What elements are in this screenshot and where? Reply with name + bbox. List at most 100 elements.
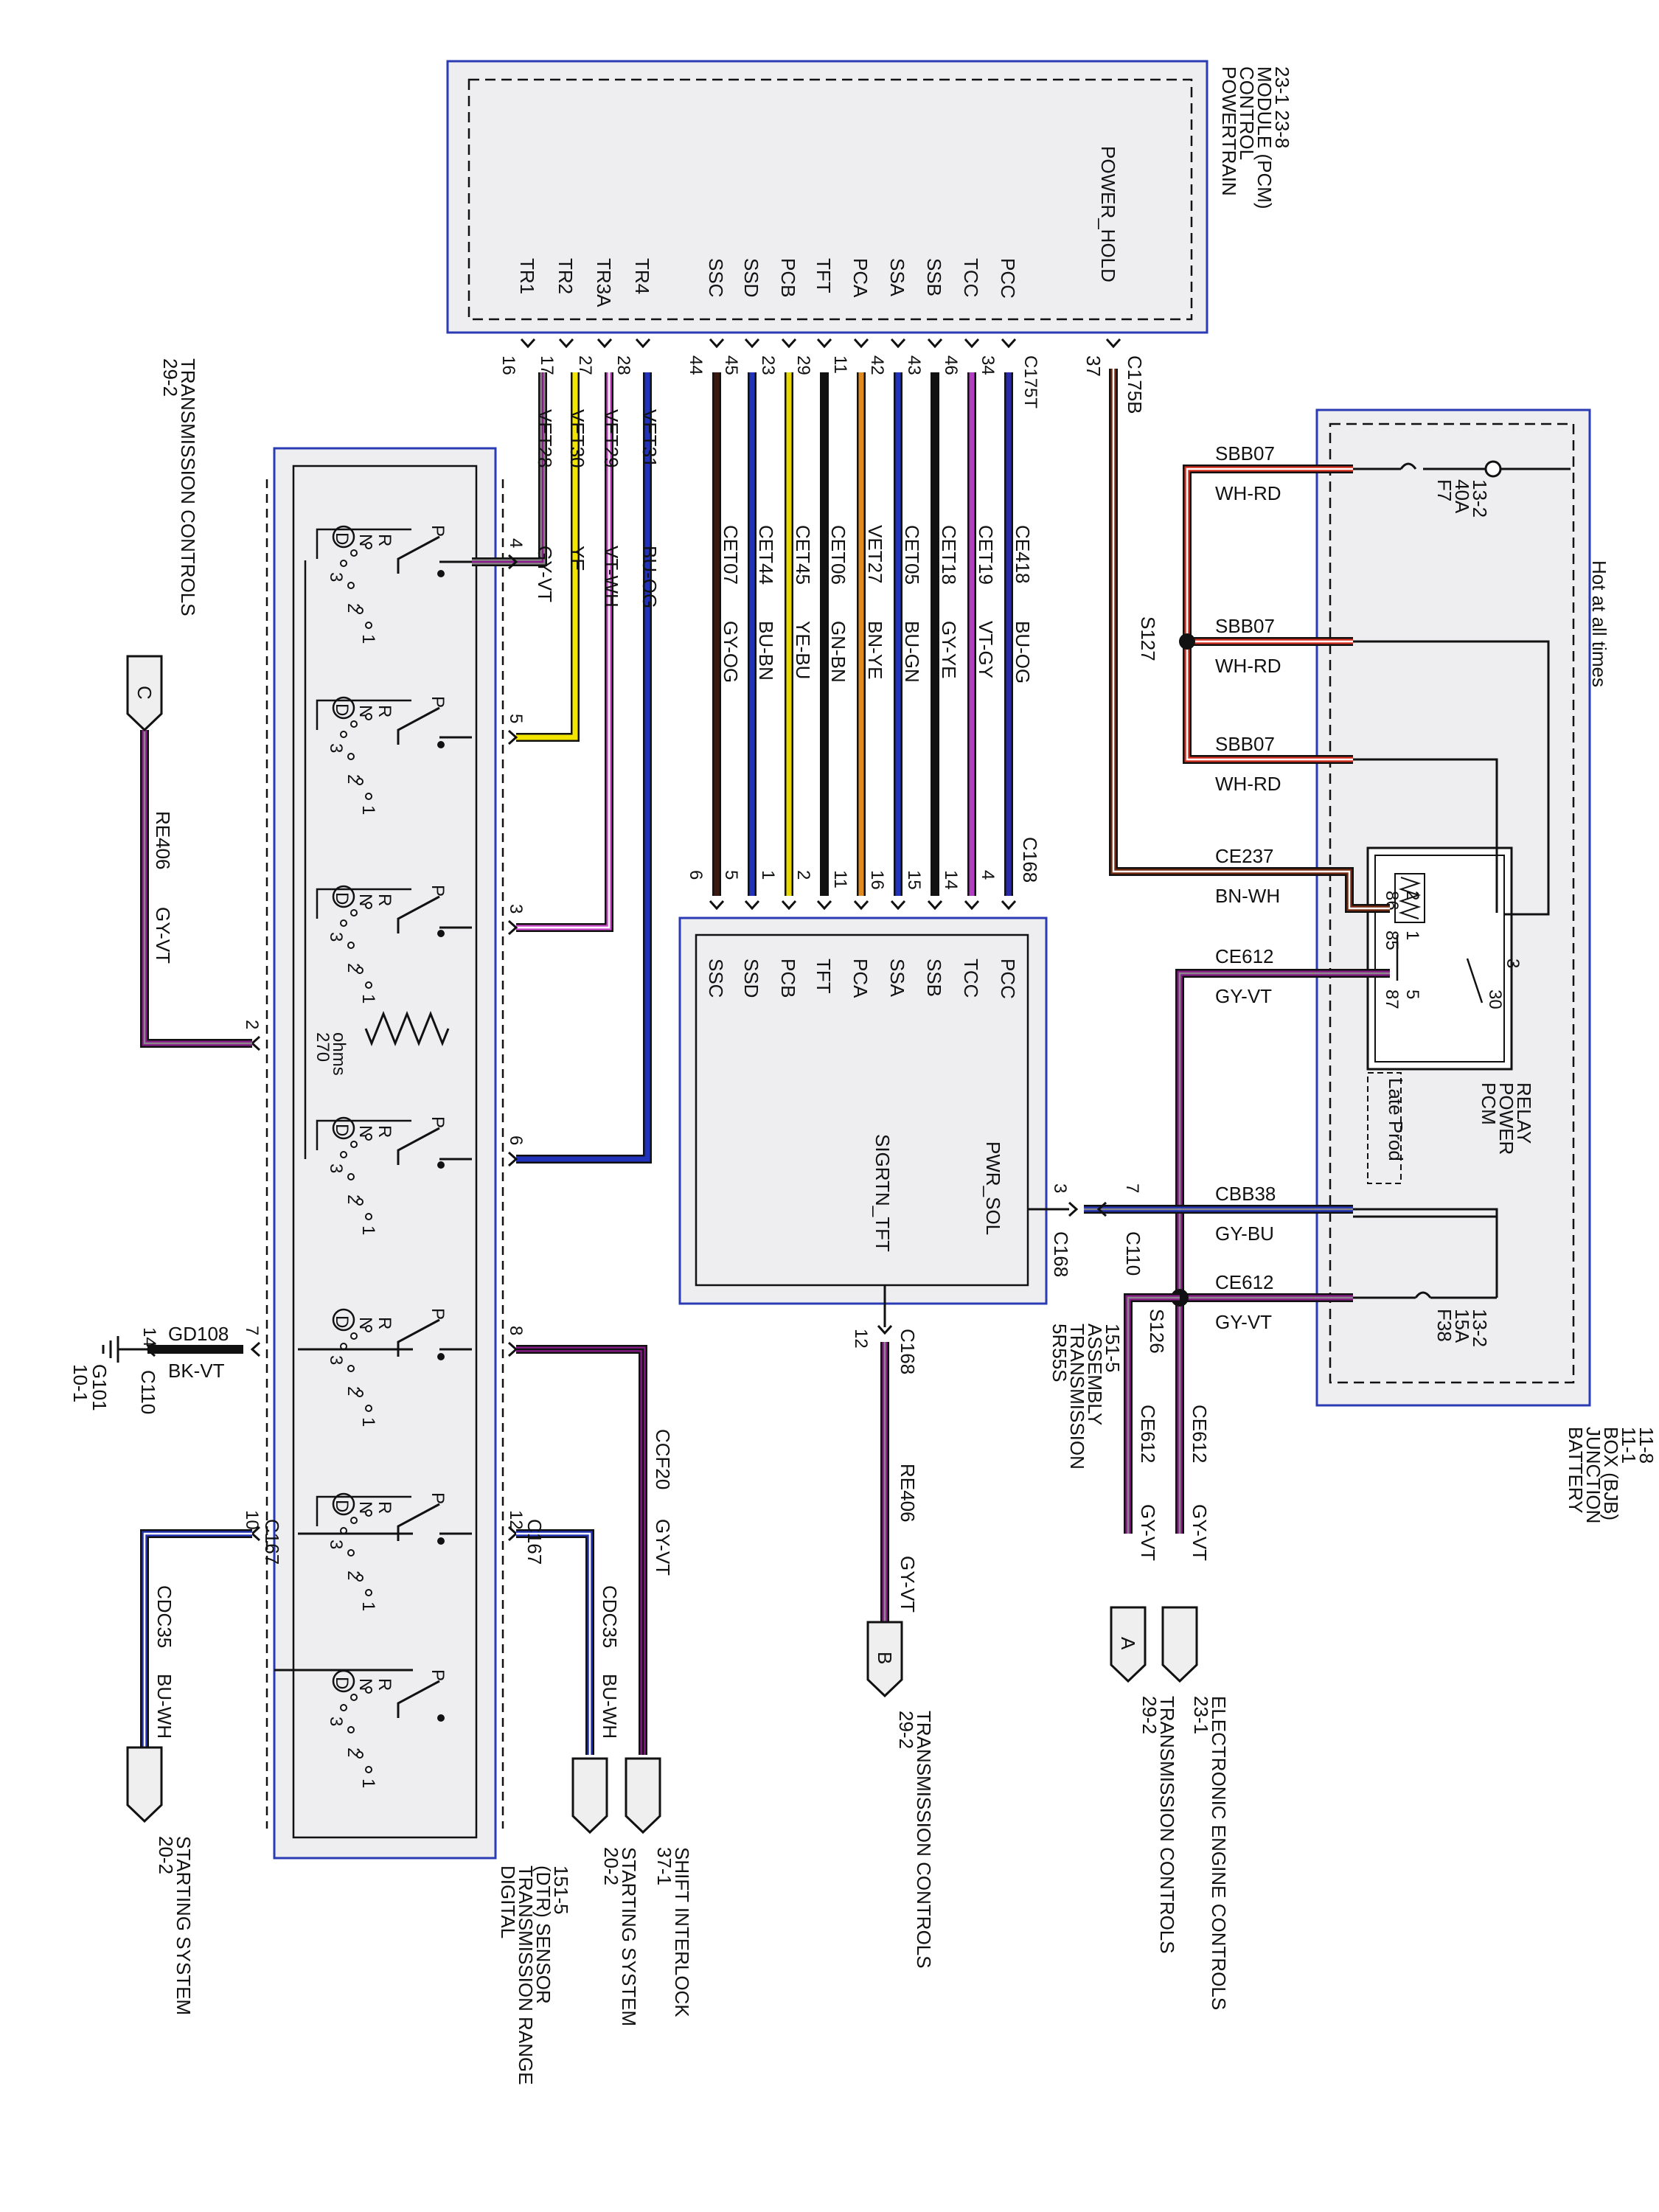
fuse-f38-ref: 13-2 <box>1469 1309 1491 1347</box>
switch-2-node <box>437 741 445 748</box>
trans-pin-arrow-16 <box>890 900 906 911</box>
trans-pin-ssd: SSD <box>740 959 762 998</box>
pcm-pin-num-4: 28 <box>613 355 633 375</box>
dtr-pin-stubs <box>439 560 472 1535</box>
wire-cdc35-right-core <box>516 1531 593 1755</box>
offpage-a-letter: A <box>1117 1637 1139 1650</box>
relay-title-line-1: PCM <box>1478 1082 1500 1125</box>
pcm-pin-num-1: 16 <box>498 355 518 375</box>
ground-ref: 10-1 <box>69 1364 91 1402</box>
wire-vet29 <box>516 372 613 932</box>
circuit-vet29: VET29 <box>600 409 622 468</box>
switch-1-contact-2 <box>340 560 347 567</box>
switch-6-blade <box>397 1503 440 1541</box>
relay-pin-87: 87 <box>1382 990 1402 1009</box>
switch-5-node <box>437 1353 445 1360</box>
switch-4-contact-5 <box>365 1213 372 1220</box>
bjb-s127-feed <box>1353 640 1550 916</box>
switch-7-r: R <box>375 1678 394 1691</box>
circuit-vet31: VET31 <box>639 409 661 468</box>
color-cet06-label: GN-BN <box>827 621 849 683</box>
pcm-mid-num-6: 42 <box>867 355 887 375</box>
switch-5-contact-1 <box>350 1332 358 1340</box>
s126-circuit-2: CE612 <box>1137 1405 1159 1464</box>
wire-sbb07-rail <box>1183 465 1353 764</box>
wire-re406-c <box>140 730 252 1048</box>
offpage-a-text: TRANSMISSION CONTROLS <box>1156 1696 1178 1954</box>
left-circuit-gd108: GD108 <box>168 1323 229 1345</box>
wire-cdc35-right-stripe <box>516 1532 591 1755</box>
color-cet19-label: VT-GY <box>975 621 997 678</box>
switch-2-1: 1 <box>358 805 378 815</box>
switch-5-d: D <box>332 1315 352 1328</box>
dtr-pin-2: 2 <box>242 1020 262 1029</box>
switch-5-d-ring <box>332 1308 355 1332</box>
bjb-title-line-2: JUNCTION <box>1582 1427 1604 1523</box>
pcm-mid-num-5: 11 <box>830 355 850 374</box>
switch-4-contact-2 <box>340 1151 347 1158</box>
ground-g101: G101 <box>88 1364 111 1411</box>
offpage-b-ref: 29-2 <box>895 1711 917 1749</box>
wire-vet29-stripe <box>516 372 611 929</box>
dtr-pin-8: 8 <box>506 1326 526 1335</box>
bjb-wire-circuit-2: SBB07 <box>1215 615 1275 637</box>
switch-1-1: 1 <box>358 634 378 644</box>
pcm-title-line-3: MODULE (PCM) <box>1253 66 1276 209</box>
bjb-cbb38-to-fuse <box>1353 1208 1498 1298</box>
switch-4-1: 1 <box>358 1225 378 1235</box>
dtr-pin-3: 3 <box>506 904 526 914</box>
bjb-wire-circuit-4: CE237 <box>1215 845 1274 867</box>
circuit-cet05-label: CET05 <box>901 525 923 585</box>
dtr-title-line-1: DIGITAL <box>497 1865 519 1938</box>
right-color-ccf20: GY-VT <box>652 1519 674 1576</box>
switch-3-blade <box>397 895 440 933</box>
wire-cdc35-right <box>516 1529 594 1755</box>
switch-2-contact-4 <box>356 778 364 785</box>
switch-1-contact-5 <box>365 622 372 629</box>
trans-conn-c168-top: C168 <box>1019 837 1041 883</box>
dtr-title-line-2: TRANSMISSION RANGE <box>515 1865 537 2085</box>
circuit-ce418-label: CE418 <box>1012 525 1034 584</box>
switch-7-d: D <box>332 1677 352 1689</box>
switch-7-contact-1 <box>350 1694 358 1701</box>
trans-pin-pcc: PCC <box>997 959 1019 999</box>
pcm-mid-arrow-5 <box>853 338 869 349</box>
pcm-mid-arrow-9 <box>1001 338 1017 349</box>
battery-feed-icon <box>1484 460 1502 478</box>
trans-box <box>678 917 1048 1305</box>
switch-1-contact-3 <box>347 582 355 589</box>
wire-ce612-a-stripe <box>1178 972 1390 1534</box>
offpage-a-shape <box>1110 1606 1147 1683</box>
relay-pin-3: 3 <box>1503 959 1523 968</box>
bjb-title-line-3: BOX (BJB) <box>1600 1427 1622 1520</box>
wire-re406-c-stripe <box>143 730 252 1045</box>
pcm-pin-ssb: SSB <box>923 258 945 296</box>
dtr-pin-4: 4 <box>506 538 526 548</box>
color-cet07-label: GY-OG <box>720 621 742 683</box>
offpage-b-text: TRANSMISSION CONTROLS <box>913 1711 935 1969</box>
pcm-mid-num-3: 23 <box>758 355 778 375</box>
switch-5-contact-0 <box>365 1325 372 1332</box>
pcm-mid-num-8: 46 <box>941 355 961 375</box>
switch-3-r: R <box>375 894 394 906</box>
switch-2-p: P <box>428 696 448 708</box>
trans-pin-num-6: 6 <box>686 870 706 880</box>
sigrtn-pin: 12 <box>851 1329 871 1349</box>
wire-vet30 <box>516 372 580 742</box>
trans-pin-arrow-1 <box>781 900 797 911</box>
offpage-a-ref: 29-2 <box>1138 1696 1161 1734</box>
trans-pin-ssb: SSB <box>923 959 945 997</box>
splice-s126-label: S126 <box>1146 1309 1168 1354</box>
circuit-cet06-label: CET06 <box>827 525 849 585</box>
offpage-shift-interlock-shape <box>625 1757 661 1834</box>
switch-3-contact-1 <box>350 909 358 917</box>
trans-title: 5R55S TRANSMISSION ASSEMBLY 151-5 <box>1048 1324 1124 1470</box>
offpage-starting-left-text: STARTING SYSTEM <box>173 1836 195 2015</box>
dtr-pin-3-arrow <box>507 919 518 936</box>
